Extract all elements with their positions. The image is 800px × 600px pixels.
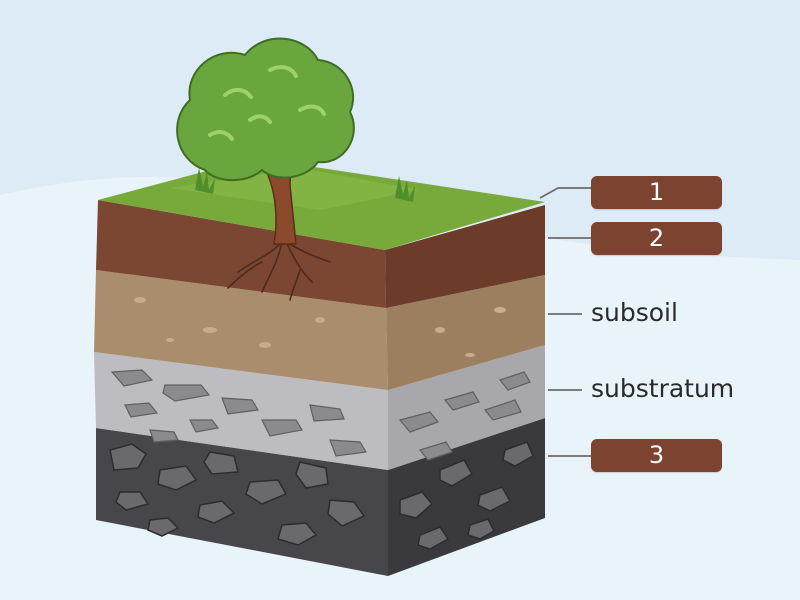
layer-3-label: 3 [591, 439, 722, 472]
layer-1-label: 1 [591, 176, 722, 209]
tree-canopy [176, 37, 355, 182]
layer-2-label: 2 [591, 222, 722, 255]
subsoil-front-face [94, 270, 388, 390]
substratum-side-face [388, 345, 545, 470]
subsoil-label: subsoil [591, 298, 678, 327]
bedrock-rocks [109, 441, 534, 550]
substratum-label: substratum [591, 374, 735, 403]
leader-lines [539, 187, 592, 457]
substratum-stones [110, 369, 531, 461]
subsoil-side-face [386, 275, 545, 390]
leader-line-1 [539, 187, 592, 199]
grass-tufts [195, 168, 415, 202]
topsoil-front-face [96, 200, 386, 308]
subsoil-pebbles [134, 297, 506, 357]
topsoil-side-face [385, 205, 545, 308]
